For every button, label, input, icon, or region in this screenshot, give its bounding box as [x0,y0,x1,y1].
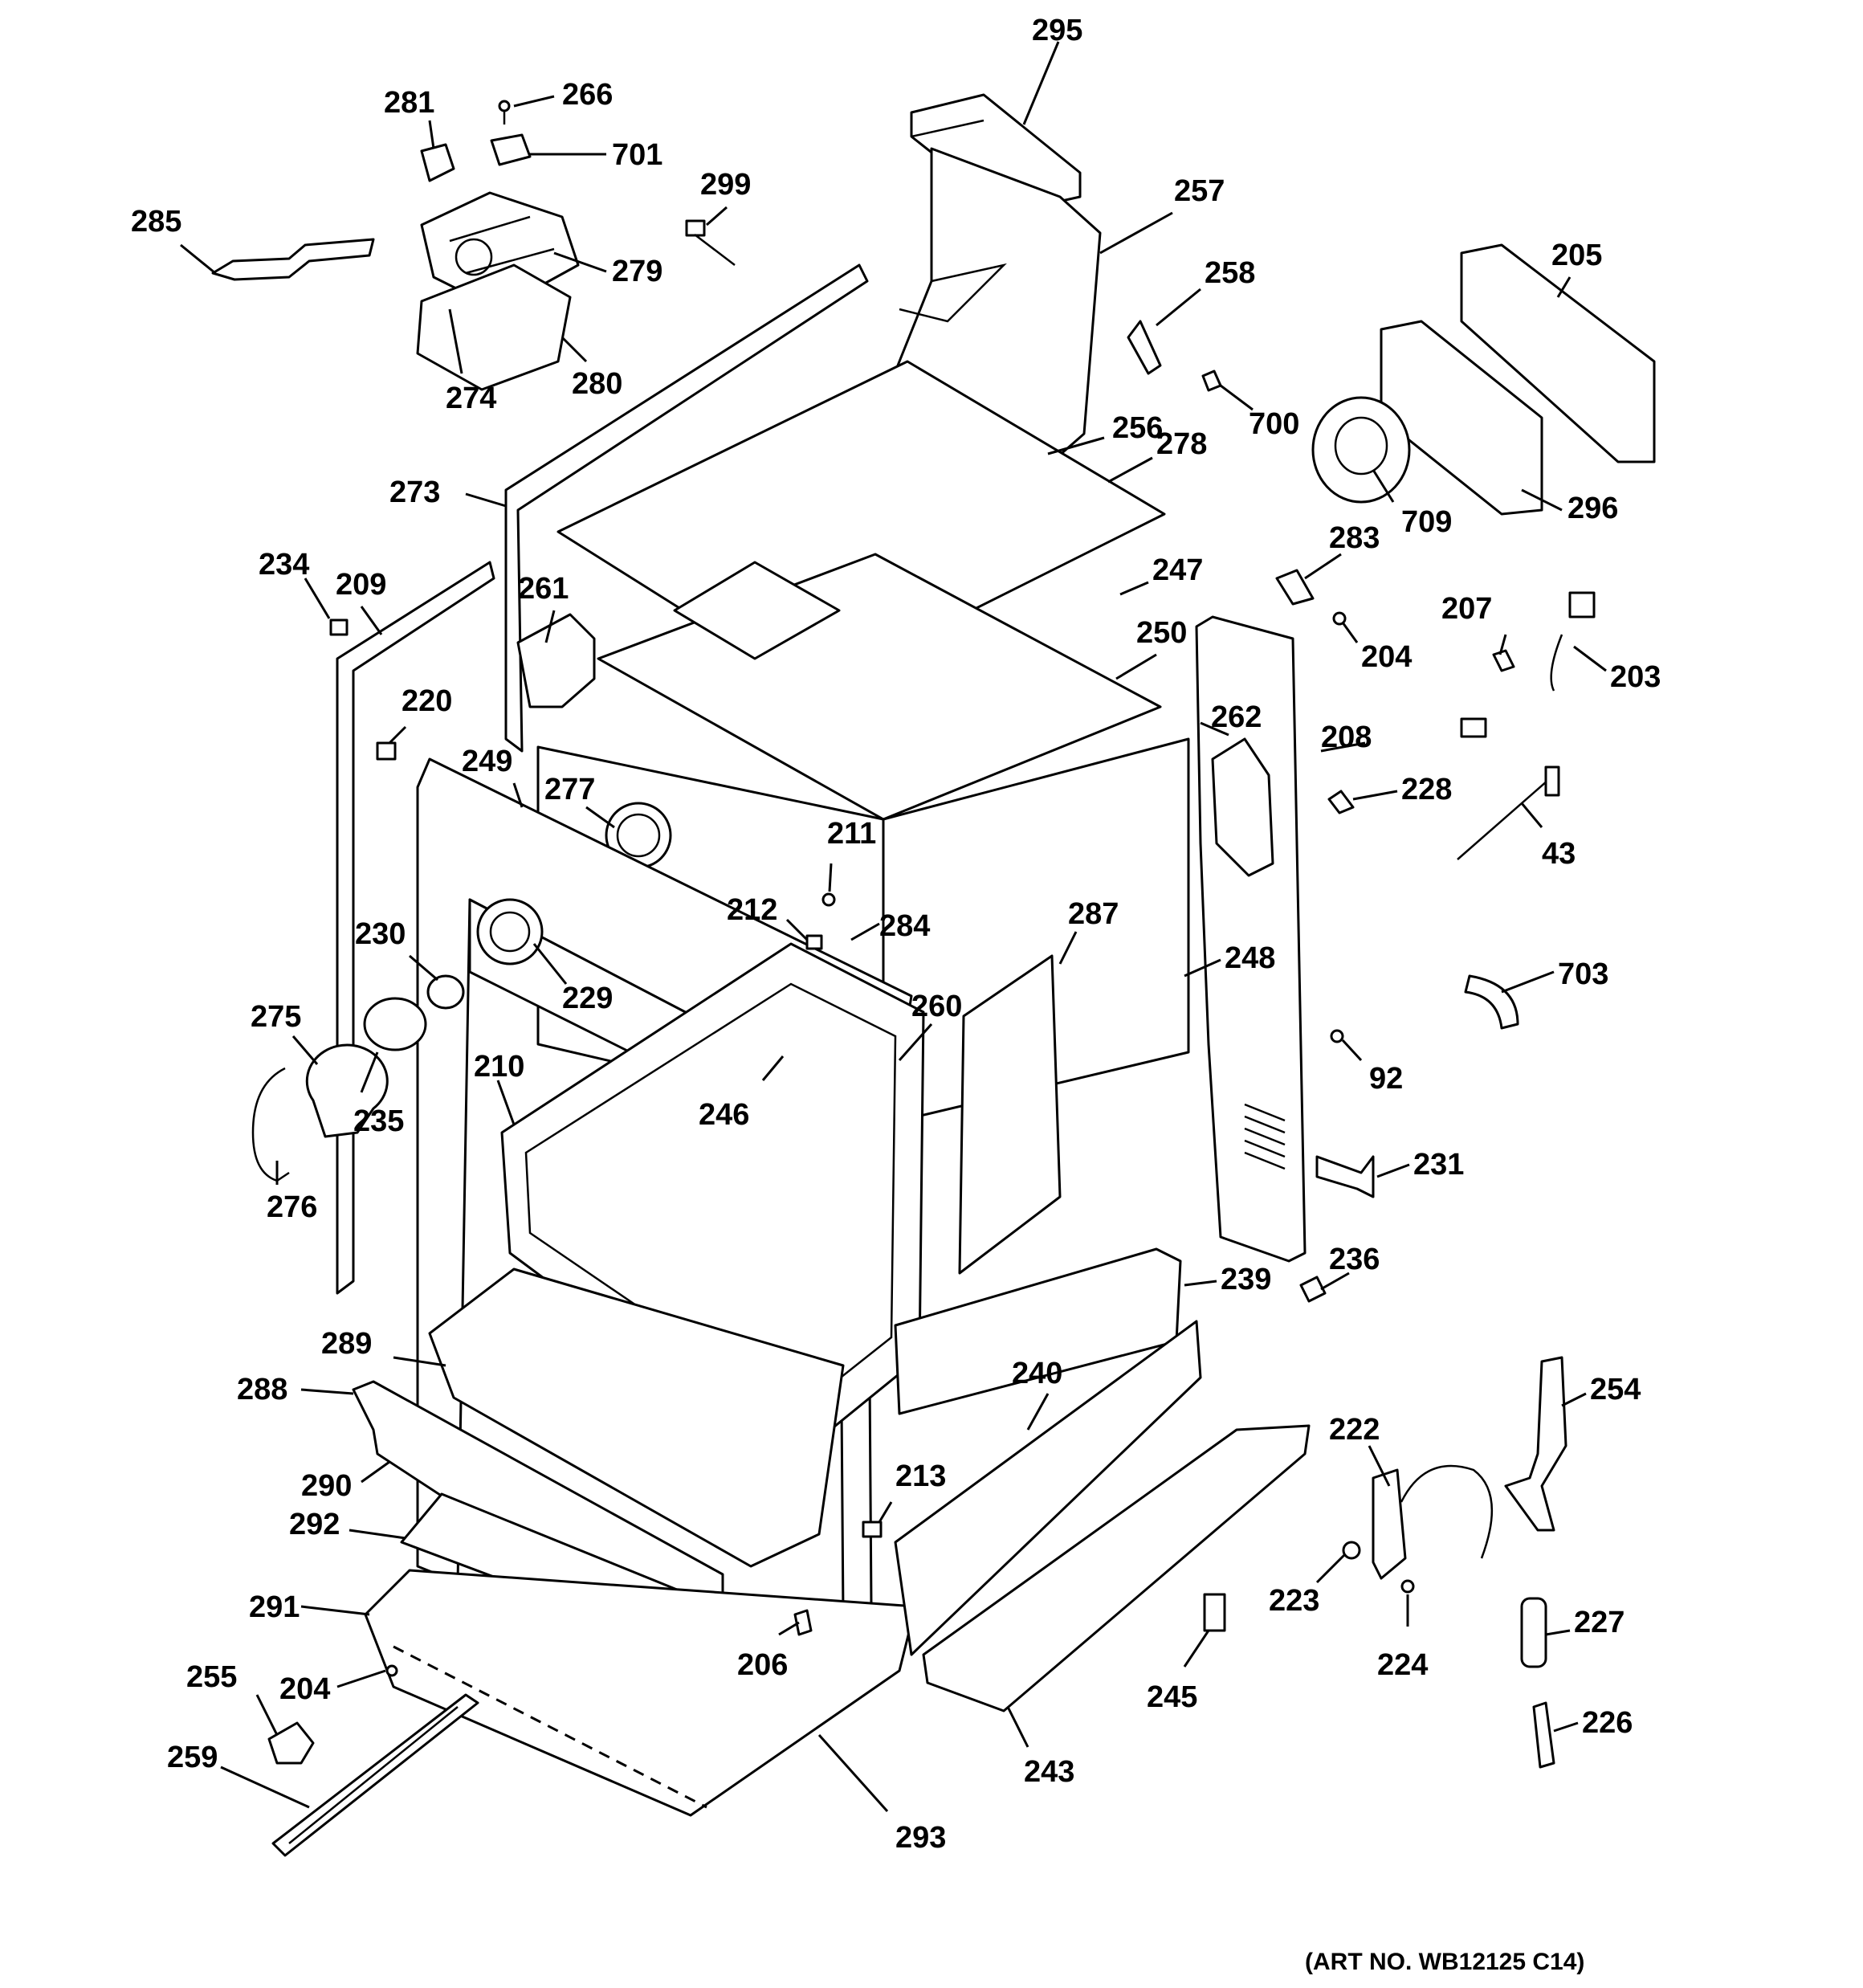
insulation-261-part [516,613,596,708]
callout-label: 278 [1156,427,1207,461]
broil-baffle-289-part [428,1268,845,1568]
callout-label: 229 [562,982,613,1015]
callout-label: 288 [237,1373,287,1406]
burner-box-243-part [922,1424,1311,1712]
knob-255-part [267,1721,315,1765]
callout-label: 243 [1024,1755,1074,1789]
callout-label: 210 [474,1050,524,1084]
callout-label: 280 [572,367,622,401]
ignitor-assembly-part [416,191,580,391]
callout-label: 285 [131,205,181,239]
callout-label: 224 [1377,1648,1428,1682]
callout-label: 296 [1567,492,1618,525]
callout-label: 292 [289,1508,340,1541]
callout-label: 228 [1401,773,1452,806]
vent-trim-part [910,93,1082,214]
callout-label: 220 [402,684,452,718]
vent-slots [1244,1103,1286,1170]
callout-label: 249 [462,745,512,778]
callout-label: 260 [911,990,962,1023]
callout-label: 235 [353,1104,404,1138]
callout-label: 277 [544,773,595,806]
callout-label: 245 [1147,1680,1197,1714]
toe-kick-240-part [894,1320,1202,1656]
callout-label: 289 [321,1327,372,1361]
callout-label: 293 [895,1821,946,1855]
callout-label: 246 [699,1098,749,1132]
callout-label: 261 [518,572,569,606]
callout-label: 209 [336,568,386,602]
side-rail-209-part [336,561,495,1295]
callout-label: 256 [1112,411,1163,445]
part-299 [685,219,736,266]
callout-label: 239 [1221,1263,1271,1296]
callout-label: 274 [446,382,496,415]
callout-label: 226 [1582,1706,1633,1740]
callout-label: 299 [700,168,751,202]
callout-label: 92 [1369,1062,1403,1096]
callout-label: 703 [1558,957,1608,991]
callout-label: 254 [1590,1373,1641,1406]
callout-label: 255 [186,1660,237,1694]
callout-label: 290 [301,1469,352,1503]
callout-label: 206 [737,1648,788,1682]
callout-label: 276 [267,1190,317,1224]
callout-label: 204 [279,1672,330,1706]
callout-label: 204 [1361,640,1412,674]
callout-label: 43 [1542,837,1576,871]
lower-panel-239-part [894,1247,1182,1415]
callout-label: 258 [1205,256,1255,290]
callout-label: 236 [1329,1243,1380,1276]
bracket-285-part [211,238,375,281]
top-cutout [673,561,841,660]
callout-label: 234 [259,548,309,582]
callout-label: 275 [251,1000,301,1034]
callout-label: 287 [1068,897,1119,931]
side-panel-left-part [504,263,869,753]
drawer-slide-259-part [271,1693,479,1857]
callout-label: 266 [562,78,613,112]
callout-label: 279 [612,255,662,288]
callout-label: 281 [384,86,434,120]
callout-label: 291 [249,1590,300,1624]
callout-label: 231 [1413,1148,1464,1182]
bottom-pan-293-part [364,1569,917,1817]
art-number: (ART NO. WB12125 C14) [1305,1949,1584,1975]
callout-label: 247 [1152,553,1203,587]
callout-label: 240 [1012,1357,1062,1390]
right-side-hardware [329,243,1656,1769]
callout-label: 213 [895,1459,946,1493]
callout-label: 222 [1329,1413,1380,1447]
callout-label: 207 [1441,592,1492,626]
callout-label: 283 [1329,521,1380,555]
callout-label: 257 [1174,174,1225,208]
callout-label: 259 [167,1741,218,1774]
callout-label: 212 [727,893,777,927]
callout-label: 273 [389,476,440,509]
small-hardware-top [420,100,532,182]
callout-label: 205 [1551,239,1602,272]
callout-label: 248 [1225,941,1275,975]
callout-label: 208 [1321,720,1372,754]
callout-label: 211 [827,817,876,851]
callout-label: 230 [355,917,406,951]
callout-label: 284 [879,909,930,943]
rear-panel-287-part [958,954,1062,1275]
callout-label: 203 [1610,660,1661,694]
callout-label: 295 [1032,14,1082,47]
inner-frame-opening [524,982,897,1415]
callout-label: 701 [612,138,662,172]
callout-labels: 295 266 281 701 299 257 285 279 258 205 … [131,14,1661,1855]
callout-label: 227 [1574,1606,1625,1639]
callout-label: 223 [1269,1584,1319,1618]
leader-lines [180,41,1607,1813]
callout-label: 262 [1211,700,1262,734]
callout-label: 250 [1136,616,1187,650]
light-assembly-parts [251,898,544,1182]
callout-label: 709 [1401,505,1452,539]
callout-label: 700 [1249,407,1299,441]
insulation-262-part [1211,737,1274,877]
